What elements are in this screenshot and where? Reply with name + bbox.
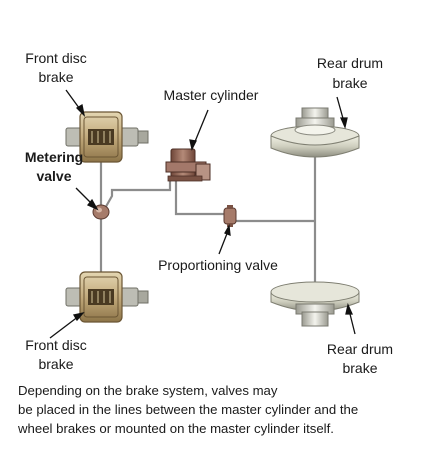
front-disc-brake-top [65,111,149,163]
master-cylinder [165,148,211,182]
proportioning-valve-label: Proportioning valve [158,257,278,273]
front-disc-brake-top-label-line2: brake [38,69,73,85]
front-disc-brake-bottom-label-line2: brake [38,356,73,372]
caption-line-1: Depending on the brake system, valves ma… [18,383,278,398]
labels: Front disc brake Master cylinder Rear dr… [25,50,393,376]
front-disc-brake-bottom [65,271,149,323]
front-disc-brake-top-label-line1: Front disc [25,50,86,66]
front-disc-brake-bottom-label-line1: Front disc [25,337,86,353]
metering-to-master-line [103,180,172,211]
caption-line-2: be placed in the lines between the maste… [18,402,359,417]
proportioning-valve [223,205,237,227]
figure-caption: Depending on the brake system, valves ma… [18,381,433,438]
rear-drum-brake-top [270,107,360,158]
rear-drum-brake-bottom-label-line1: Rear drum [327,341,393,357]
pointer-arrows [49,89,356,339]
master-cylinder-label: Master cylinder [164,87,259,103]
rear-drum-brake-top-label-line2: brake [332,75,367,91]
master-to-proportioning-line [174,180,226,216]
rear-drum-brake-bottom [270,281,360,327]
brake-system-diagram: Front disc brake Master cylinder Rear dr… [25,50,393,376]
brake-lines [88,135,317,299]
metering-valve-label-line2: valve [36,168,71,184]
caption-line-3: wheel brakes or mounted on the master cy… [18,421,334,436]
rear-drum-brake-bottom-label-line2: brake [342,360,377,376]
metering-valve-label-line1: Metering [25,149,83,165]
rear-drum-brake-top-label-line1: Rear drum [317,55,383,71]
